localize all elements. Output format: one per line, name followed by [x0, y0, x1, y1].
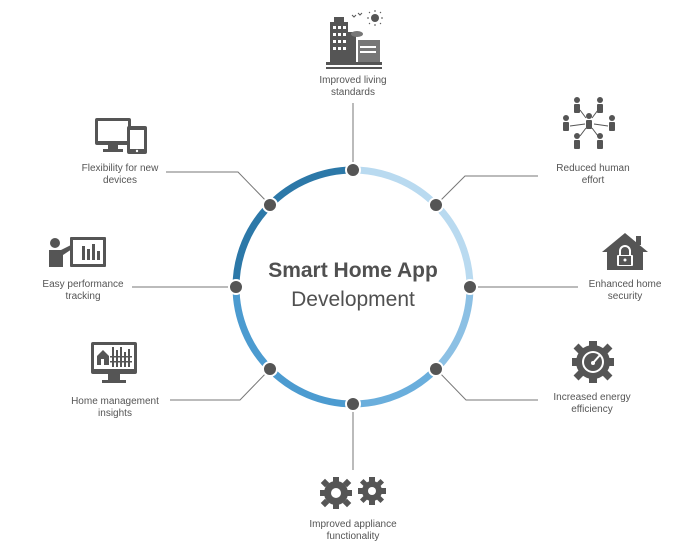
ring-segment-right-upper — [433, 202, 474, 288]
node-security — [462, 279, 478, 295]
connectors — [132, 103, 578, 470]
label-effort: Reduced human effort — [556, 163, 630, 186]
ring-segment-top-left — [267, 166, 354, 208]
node-living — [345, 162, 361, 178]
connector-insights — [170, 368, 271, 401]
connector-energy — [435, 368, 538, 401]
diagram-subtitle: Development — [291, 288, 415, 311]
node-tracking — [228, 279, 244, 295]
ring-segment-bottom-left — [267, 366, 354, 408]
node-devices — [262, 197, 278, 213]
label-living: Improved living standards — [319, 75, 387, 98]
house-lock-icon — [602, 233, 648, 270]
ring — [232, 166, 474, 408]
node-effort — [428, 197, 444, 213]
devices-icon — [95, 118, 147, 154]
ring-segment-left-lower — [232, 286, 273, 372]
label-tracking: Easy performance tracking — [42, 279, 124, 302]
gauge-gear-icon — [572, 341, 614, 383]
gears-icon — [320, 477, 386, 509]
label-appliance: Improved appliance functionality — [309, 519, 397, 542]
ring-segment-top-right — [352, 166, 439, 208]
people-network-icon — [563, 97, 615, 149]
connector-devices — [166, 171, 271, 206]
ring-segment-right-lower — [433, 286, 474, 372]
diagram-title: Smart Home App — [268, 259, 438, 282]
connector-effort — [435, 175, 538, 206]
node-appliance — [345, 396, 361, 412]
city-icon — [326, 10, 383, 69]
ring-segment-bottom-right — [352, 366, 439, 408]
label-security: Enhanced home security — [588, 279, 662, 302]
monitor-dashboard-icon — [91, 342, 137, 383]
node-energy — [428, 361, 444, 377]
ring-segment-left-upper — [232, 202, 273, 288]
label-devices: Flexibility for new devices — [81, 163, 159, 186]
nodes — [228, 162, 478, 412]
label-energy: Increased energy efficiency — [553, 392, 631, 415]
node-insights — [262, 361, 278, 377]
label-insights: Home management insights — [71, 396, 159, 419]
presenter-chart-icon — [49, 237, 106, 267]
